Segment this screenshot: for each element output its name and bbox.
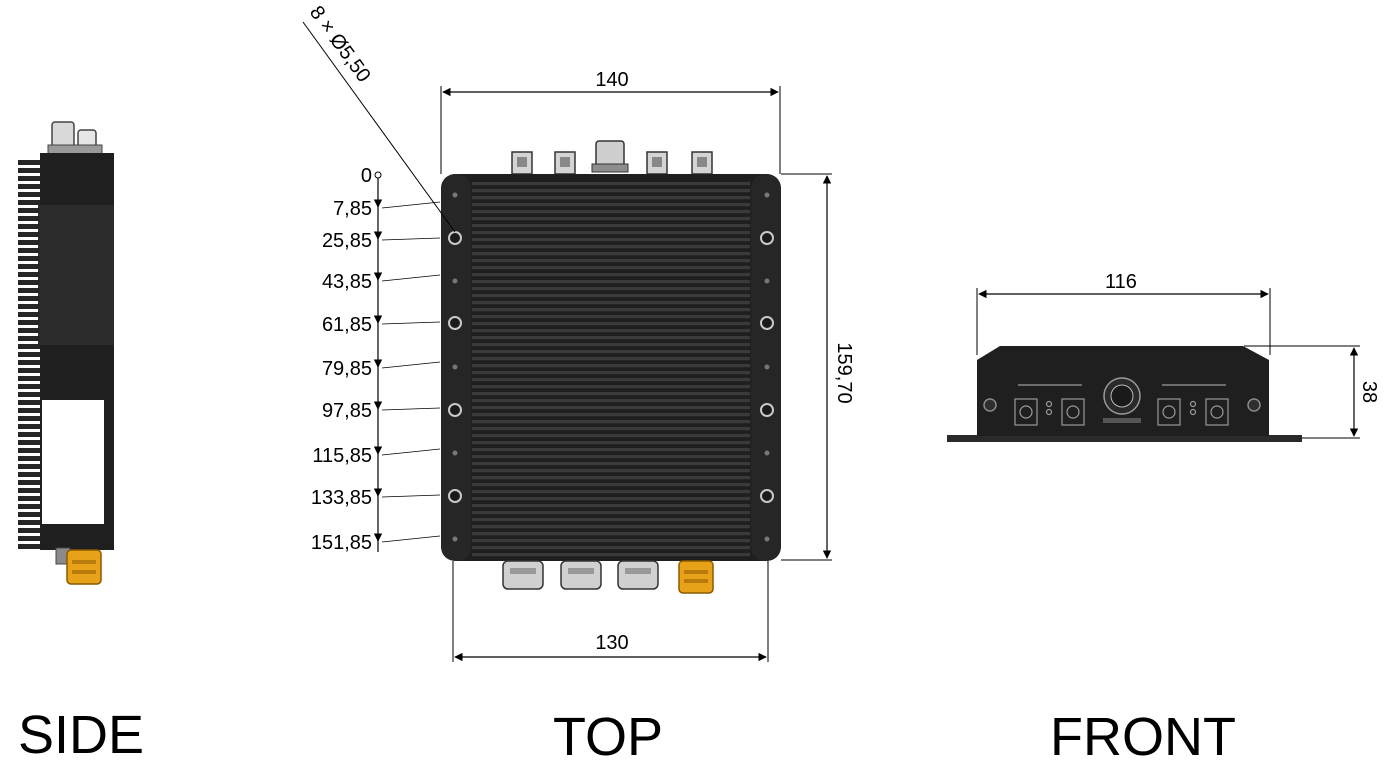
hole-position-scale: 0 7,85 25,85 43,85 61,85 79,85 97,85 115,85 133,… <box>311 165 441 554</box>
dim-width-top-label: 140 <box>595 69 628 91</box>
front-ports-right <box>1157 384 1229 426</box>
front-dim-height-label: 38 <box>1358 381 1380 403</box>
front-dim-width: 116 <box>976 271 1271 355</box>
top-lower-connectors <box>502 560 714 594</box>
side-bottom-connectors <box>55 547 102 585</box>
mounting-holes <box>448 192 774 542</box>
front-view-label: FRONT <box>1050 707 1236 767</box>
side-heatsink-fins <box>18 160 40 549</box>
top-view: 140 130 159,70 8 × Ø5,50 0 7,85 25,85 43,85… <box>302 2 855 662</box>
hole-offset-label: 43,85 <box>322 271 372 293</box>
hole-callout-label: 8 × Ø5,50 <box>305 2 375 86</box>
top-upper-connectors <box>511 140 713 175</box>
side-top-connectors <box>47 121 103 156</box>
dim-height-label: 159,70 <box>833 342 855 403</box>
hole-offset-label: 61,85 <box>322 314 372 336</box>
front-dim-height: 38 <box>1244 345 1380 439</box>
hole-offset-label: 79,85 <box>322 358 372 380</box>
top-view-label: TOP <box>553 707 664 767</box>
front-dim-width-label: 116 <box>1105 271 1137 293</box>
dim-width-top: 140 <box>440 69 781 174</box>
hole-offset-label: 115,85 <box>312 445 372 467</box>
top-heatsink-fins <box>472 182 750 557</box>
front-base-plate <box>947 435 1302 442</box>
side-label-plate <box>42 400 104 524</box>
hole-offset-label: 25,85 <box>322 230 372 252</box>
hole-callout: 8 × Ø5,50 <box>302 2 456 233</box>
dim-width-bottom: 130 <box>452 561 769 662</box>
front-ports-left <box>1014 384 1085 426</box>
hole-offset-label: 97,85 <box>322 400 372 422</box>
dim-height: 159,70 <box>781 173 855 561</box>
side-view-label: SIDE <box>18 705 145 765</box>
hole-offset-label: 0 <box>361 165 372 187</box>
front-center-connector <box>1103 377 1141 423</box>
hole-offset-label: 7,85 <box>333 198 372 220</box>
hole-offset-label: 133,85 <box>311 487 372 509</box>
dim-width-bottom-label: 130 <box>595 632 628 654</box>
front-view: 116 38 <box>947 271 1380 442</box>
side-view <box>18 121 114 585</box>
hole-offset-label: 151,85 <box>311 532 372 554</box>
